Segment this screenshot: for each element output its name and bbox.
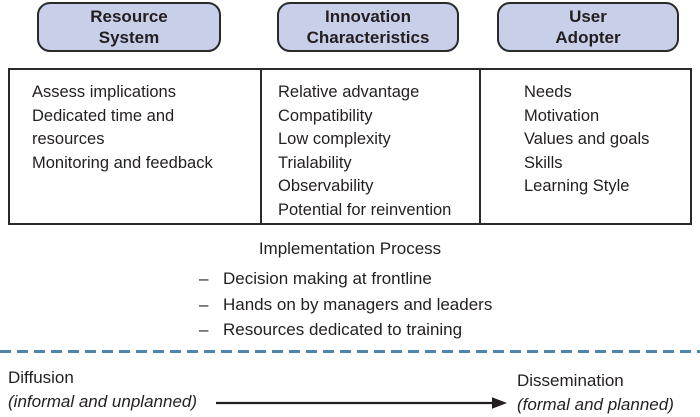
dissemination-subtitle: (formal and planned)	[517, 395, 674, 414]
list-item: Assess implications	[32, 83, 176, 101]
factor-table: Assess implications Dedicated time and r…	[8, 68, 692, 225]
header-label-user-adopter: User Adopter	[555, 7, 621, 47]
header-label-resource-system: Resource System	[90, 7, 168, 47]
bullet-text: Hands on by managers and leaders	[223, 294, 493, 314]
bullet-text: Decision making at frontline	[223, 269, 432, 288]
list-item: – Hands on by managers and leaders	[199, 292, 492, 318]
implementation-process-list: – Decision making at frontline – Hands o…	[199, 266, 492, 343]
header-box-user-adopter: User Adopter	[497, 2, 679, 52]
list-item: Observability	[278, 177, 374, 195]
implementation-process-title: Implementation Process	[258, 239, 442, 258]
dash-bullet: –	[199, 294, 209, 314]
list-item: Trialability	[278, 153, 352, 172]
list-item: Compatibility	[278, 106, 373, 125]
list-item: – Decision making at frontline	[199, 266, 492, 292]
diffusion-title: Diffusion	[8, 368, 74, 387]
list-item: Learning Style	[524, 177, 630, 195]
list-item: Skills	[524, 153, 563, 172]
list-item: Values and goals	[524, 130, 650, 148]
bullet-text: Resources dedicated to training	[223, 320, 463, 339]
list-item: – Resources dedicated to training	[199, 317, 492, 343]
diffusion-dissemination-arrow-icon	[216, 397, 507, 409]
list-item: Monitoring and feedback	[32, 153, 213, 172]
header-label-innovation-characteristics: Innovation Characteristics	[306, 7, 430, 47]
dissemination-title: Dissemination	[517, 371, 624, 390]
diffusion-label-block: Diffusion (informal and unplanned)	[8, 366, 197, 414]
dash-bullet: –	[199, 320, 209, 339]
list-item: Dedicated time and resources	[32, 106, 175, 149]
list-item: Needs	[524, 83, 572, 101]
column-resource-system: Assess implications Dedicated time and r…	[10, 70, 260, 223]
header-box-resource-system: Resource System	[37, 2, 221, 52]
column-innovation-characteristics: Relative advantage Compatibility Low com…	[260, 70, 481, 223]
diffusion-subtitle: (informal and unplanned)	[8, 392, 198, 411]
list-item: Potential for reinvention	[278, 200, 452, 219]
dashed-divider-line	[0, 350, 700, 353]
header-box-innovation-characteristics: Innovation Characteristics	[277, 2, 459, 52]
column-user-adopter: Needs Motivation Values and goals Skills…	[481, 70, 690, 223]
dissemination-label-block: Dissemination (formal and planned)	[517, 369, 674, 417]
list-item: Relative advantage	[278, 83, 420, 101]
dash-bullet: –	[199, 269, 209, 288]
list-item: Low complexity	[278, 130, 391, 148]
list-item: Motivation	[524, 106, 600, 125]
